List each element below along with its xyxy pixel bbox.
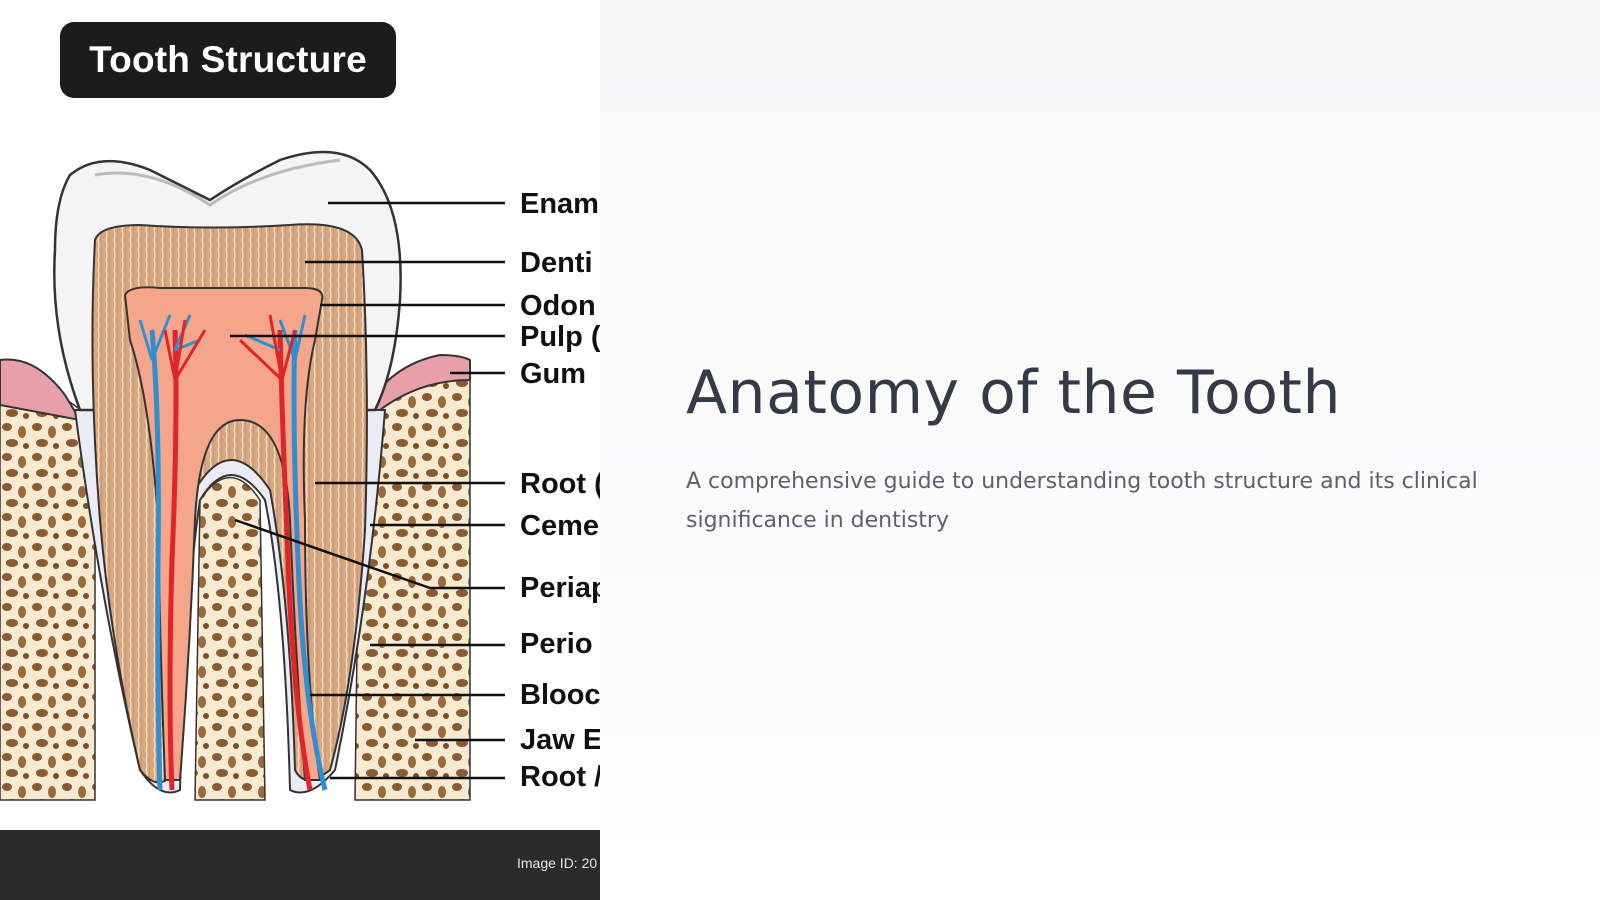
- gum-right: [363, 353, 471, 411]
- label-odontoblast: Odon: [520, 290, 596, 322]
- label-periodontal: Perio: [520, 628, 593, 660]
- pointer-lines: [230, 201, 505, 780]
- label-jaw-bone: Jaw E: [520, 724, 600, 756]
- gum-left: [0, 358, 83, 422]
- tooth-diagram-panel: Tooth Structure Enam Denti Odon Pulp ( G…: [0, 0, 600, 900]
- label-root-apex: Root /: [520, 761, 600, 793]
- image-footer-bar: Image ID: 20: [0, 830, 600, 900]
- label-blood-vessels: Blooc: [520, 679, 600, 711]
- vein-left: [149, 329, 163, 791]
- label-root-canal: Root (: [520, 468, 600, 500]
- label-enamel: Enam: [520, 188, 599, 220]
- label-periapical: Periap: [520, 572, 600, 604]
- diagram-title-badge: Tooth Structure: [60, 22, 396, 98]
- vein-right: [291, 329, 328, 791]
- artery-left: [167, 329, 179, 791]
- image-id-text: Image ID: 20: [517, 855, 598, 871]
- tooth-diagram: [0, 150, 505, 801]
- page-subtitle: A comprehensive guide to understanding t…: [686, 469, 1478, 533]
- content-area: Anatomy of the Tooth A comprehensive gui…: [686, 360, 1546, 540]
- label-pulp: Pulp (: [520, 321, 600, 353]
- page-title: Anatomy of the Tooth: [686, 358, 1341, 428]
- label-dentin: Denti: [520, 247, 593, 279]
- label-cementum: Ceme: [520, 510, 599, 542]
- artery-right: [277, 329, 313, 791]
- label-gum: Gum: [520, 358, 587, 390]
